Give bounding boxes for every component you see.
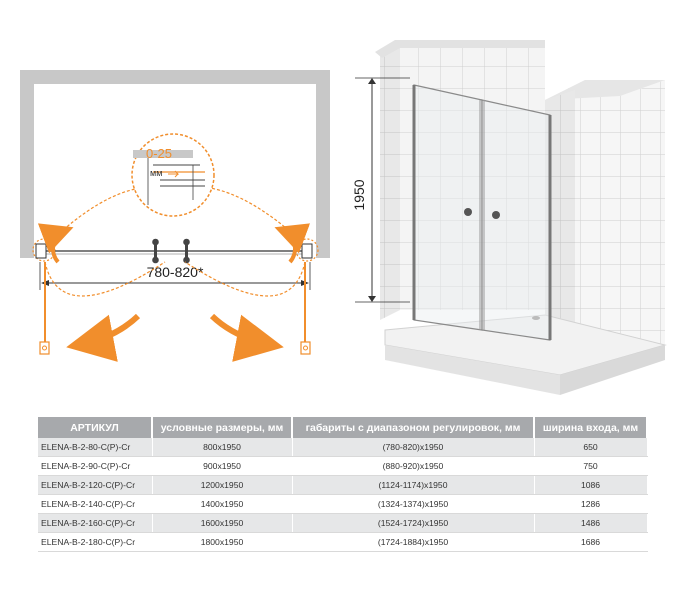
table-row: ELENA-B-2-180-C(P)-Cr 1800x1950 (1724-18… xyxy=(38,532,648,552)
specification-table: АРТИКУЛ условные размеры, мм габариты с … xyxy=(38,417,648,552)
table-row: ELENA-B-2-90-C(P)-Cr 900x1950 (880-920)x… xyxy=(38,456,648,476)
cell-size: 1400x1950 xyxy=(152,494,293,514)
cell-entry: 1686 xyxy=(534,532,648,552)
cell-range: (880-920)x1950 xyxy=(292,456,535,476)
cell-entry: 750 xyxy=(534,456,648,476)
door-knobs xyxy=(464,208,500,219)
detail-wall xyxy=(133,150,193,158)
back-wall xyxy=(400,40,545,310)
cell-range: (1324-1374)x1950 xyxy=(292,494,535,514)
table-row: ELENA-B-2-80-C(P)-Cr 800x1950 (780-820)x… xyxy=(38,438,648,457)
base-plinth xyxy=(385,345,560,395)
cell-size: 900x1950 xyxy=(152,456,293,476)
width-dimension: 780-820* xyxy=(39,262,311,290)
right-hinge-marker xyxy=(295,238,319,262)
cell-size: 1800x1950 xyxy=(152,532,293,552)
left-wall xyxy=(380,40,400,320)
cell-entry: 1486 xyxy=(534,513,648,533)
cell-article: ELENA-B-2-160-C(P)-Cr xyxy=(38,513,153,533)
cell-article: ELENA-B-2-80-C(P)-Cr xyxy=(38,438,153,457)
door-swing-arcs xyxy=(44,261,306,297)
cell-entry: 1086 xyxy=(534,475,648,495)
cell-entry: 650 xyxy=(534,438,648,457)
right-wall-side xyxy=(545,90,575,345)
cell-article: ELENA-B-2-180-C(P)-Cr xyxy=(38,532,153,552)
table-row: ELENA-B-2-140-C(P)-Cr 1400x1950 (1324-13… xyxy=(38,494,648,514)
adjustment-unit-label: мм xyxy=(150,168,162,178)
table-row: ELENA-B-2-120-C(P)-Cr 1200x1950 (1124-11… xyxy=(38,475,648,495)
niche-walls xyxy=(20,70,330,258)
cell-range: (1724-1884)x1950 xyxy=(292,532,535,552)
cell-entry: 1286 xyxy=(534,494,648,514)
adjustment-range-label: 0-25 xyxy=(146,146,172,161)
base-plinth-right xyxy=(560,345,665,395)
left-wall-top xyxy=(375,40,545,58)
header-dimensions-range: габариты с диапазоном регулировок, мм xyxy=(292,417,535,438)
cell-article: ELENA-B-2-90-C(P)-Cr xyxy=(38,456,153,476)
height-dimension: 1950 xyxy=(351,77,410,303)
width-dimension-label: 780-820* xyxy=(147,264,204,280)
open-door-positions xyxy=(39,262,311,355)
table-header-row: АРТИКУЛ условные размеры, мм габариты с … xyxy=(38,417,648,438)
cell-size: 1600x1950 xyxy=(152,513,293,533)
cell-size: 1200x1950 xyxy=(152,475,293,495)
table-row: ELENA-B-2-160-C(P)-Cr 1600x1950 (1524-17… xyxy=(38,513,648,533)
right-rotate-arrow xyxy=(274,223,311,264)
left-rotate-arrow xyxy=(37,223,74,264)
right-opening-arrow xyxy=(209,313,284,362)
cell-article: ELENA-B-2-140-C(P)-Cr xyxy=(38,494,153,514)
header-nominal-size: условные размеры, мм xyxy=(152,417,293,438)
detail-leader-lines xyxy=(51,187,301,241)
shower-niche-3d-view: 1950 xyxy=(351,40,667,395)
door-handles-plan xyxy=(152,238,190,264)
left-opening-arrow xyxy=(66,313,141,362)
cell-article: ELENA-B-2-120-C(P)-Cr xyxy=(38,475,153,495)
cell-range: (780-820)x1950 xyxy=(292,438,535,457)
glass-doors xyxy=(412,84,552,341)
header-article: АРТИКУЛ xyxy=(38,417,153,438)
drain xyxy=(532,316,540,320)
adjustment-detail-circle: 0-25 мм xyxy=(131,133,215,217)
cell-size: 800x1950 xyxy=(152,438,293,457)
header-entry-width: ширина входа, мм xyxy=(534,417,648,438)
cell-range: (1524-1724)x1950 xyxy=(292,513,535,533)
plan-view-diagram: 0-25 мм 780-820* xyxy=(20,70,330,362)
cell-range: (1124-1174)x1950 xyxy=(292,475,535,495)
height-dimension-label: 1950 xyxy=(351,179,367,210)
